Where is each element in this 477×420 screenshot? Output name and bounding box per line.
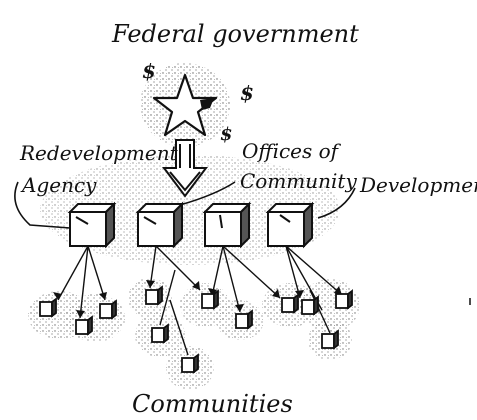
agency-pointer-line <box>14 181 71 229</box>
community-box <box>75 315 93 336</box>
community-box <box>235 309 253 330</box>
agency-cube-2 <box>135 201 185 249</box>
dollar-sign-right: $ <box>240 81 254 105</box>
community-box <box>321 329 339 350</box>
community-box <box>99 299 117 320</box>
community-box <box>39 297 57 318</box>
federal-government-label: Federal government <box>111 20 359 48</box>
dollar-sign-left: $ <box>142 59 156 83</box>
development-label: Development <box>359 173 477 197</box>
community-box <box>151 323 169 344</box>
agency-label: Agency <box>20 173 97 197</box>
agency-cube-1 <box>67 201 117 249</box>
community-box <box>201 289 219 310</box>
funding-arrow-icon <box>162 139 208 198</box>
communities-label: Communities <box>132 390 293 418</box>
community-box <box>181 353 199 374</box>
agency-cube-3 <box>202 201 252 249</box>
arrowheads <box>53 280 342 318</box>
distribution-lines <box>57 245 343 356</box>
redevelopment-label: Redevelopment <box>19 141 179 165</box>
agency-cube-4 <box>265 201 315 249</box>
community-label: Community <box>240 169 357 193</box>
offices-pointer-line <box>179 181 236 206</box>
dollar-sign-lower: $ <box>220 124 233 145</box>
federal-star-icon <box>152 73 218 137</box>
community-boxes <box>39 285 353 374</box>
community-box <box>301 295 319 316</box>
offices-of-label: Offices of <box>242 139 342 163</box>
community-box <box>335 289 353 310</box>
community-box <box>145 285 163 306</box>
development-pointer-line <box>317 187 356 219</box>
community-box <box>281 293 299 314</box>
